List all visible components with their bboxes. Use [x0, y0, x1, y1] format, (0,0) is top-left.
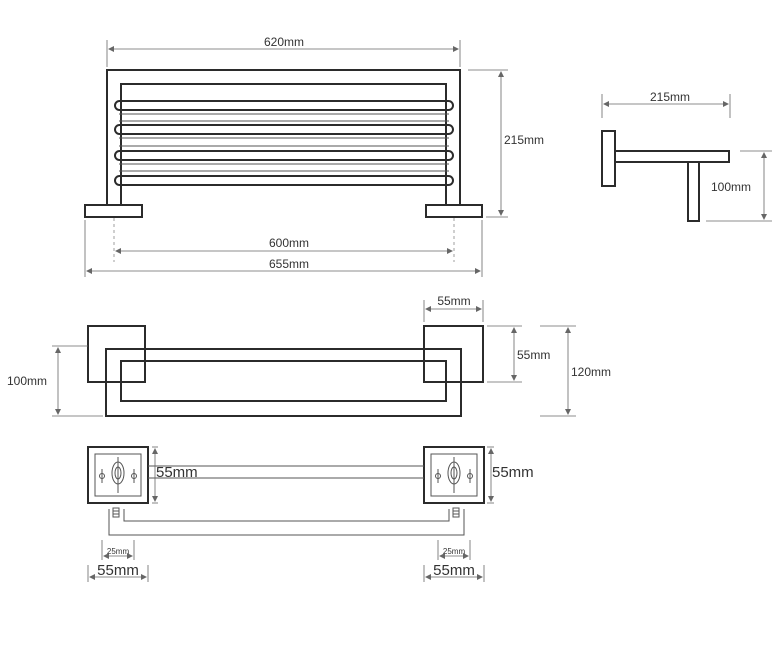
side-height-label: 100mm	[711, 180, 751, 194]
top-base-width-label: 55mm	[437, 294, 470, 308]
front-height-label: 215mm	[504, 133, 544, 147]
top-base-height-label: 55mm	[517, 348, 550, 362]
front-view: 620mm 215mm 600mm 655mm	[84, 35, 544, 277]
mounting-right-hole-label: 25mm	[443, 547, 466, 556]
top-overall-depth-label: 120mm	[571, 365, 611, 379]
front-width-label: 620mm	[264, 35, 304, 49]
mounting-view: 55mm 55mm 25mm 25mm 55mm 55mm	[87, 446, 534, 582]
mounting-left-width-label: 55mm	[97, 562, 139, 579]
mounting-right-height-label: 55mm	[492, 464, 534, 481]
side-depth-label: 215mm	[650, 90, 690, 104]
mounting-right-width-label: 55mm	[433, 562, 475, 579]
side-view: 215mm 100mm	[601, 90, 772, 222]
front-post-spacing-label: 600mm	[269, 236, 309, 250]
top-depth-left-label: 100mm	[7, 374, 47, 388]
mounting-left-hole-label: 25mm	[107, 547, 130, 556]
front-overall-label: 655mm	[269, 257, 309, 271]
top-view: 55mm 55mm 120mm 100mm	[7, 294, 611, 417]
mounting-left-height-label: 55mm	[156, 464, 198, 481]
